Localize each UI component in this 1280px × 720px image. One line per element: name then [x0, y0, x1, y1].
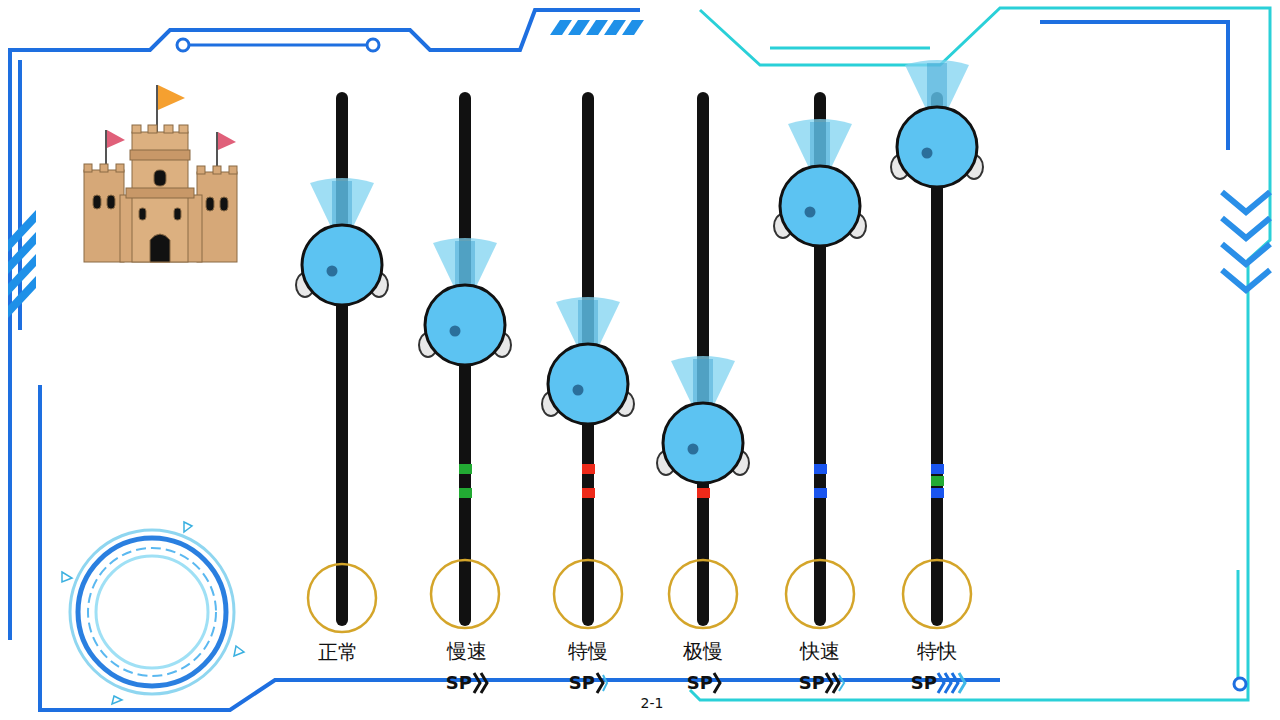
stripes	[8, 20, 644, 318]
robots	[296, 60, 983, 483]
speed-name: 快速	[800, 640, 840, 662]
speed-name: 正常	[318, 641, 358, 663]
hud-frame	[10, 10, 1228, 710]
sp-tag: SP	[799, 673, 825, 693]
hud-ring	[62, 522, 244, 704]
sp-tag: SP	[446, 673, 472, 693]
tracks	[342, 98, 937, 620]
speed-name: 特快	[917, 640, 957, 662]
sp-tag: SP	[687, 673, 713, 693]
goal-rings	[308, 560, 971, 632]
page-number: 2-1	[641, 696, 664, 711]
castle	[84, 85, 237, 262]
hud-frame-cyan	[690, 8, 1270, 700]
speed-name: 慢速	[447, 640, 487, 662]
speed-name: 极慢	[683, 640, 723, 662]
sp-tag: SP	[911, 673, 937, 693]
speed-chevrons	[474, 673, 965, 693]
sp-tag: SP	[569, 673, 595, 693]
speed-name: 特慢	[568, 640, 608, 662]
down-chevrons	[1222, 192, 1270, 290]
